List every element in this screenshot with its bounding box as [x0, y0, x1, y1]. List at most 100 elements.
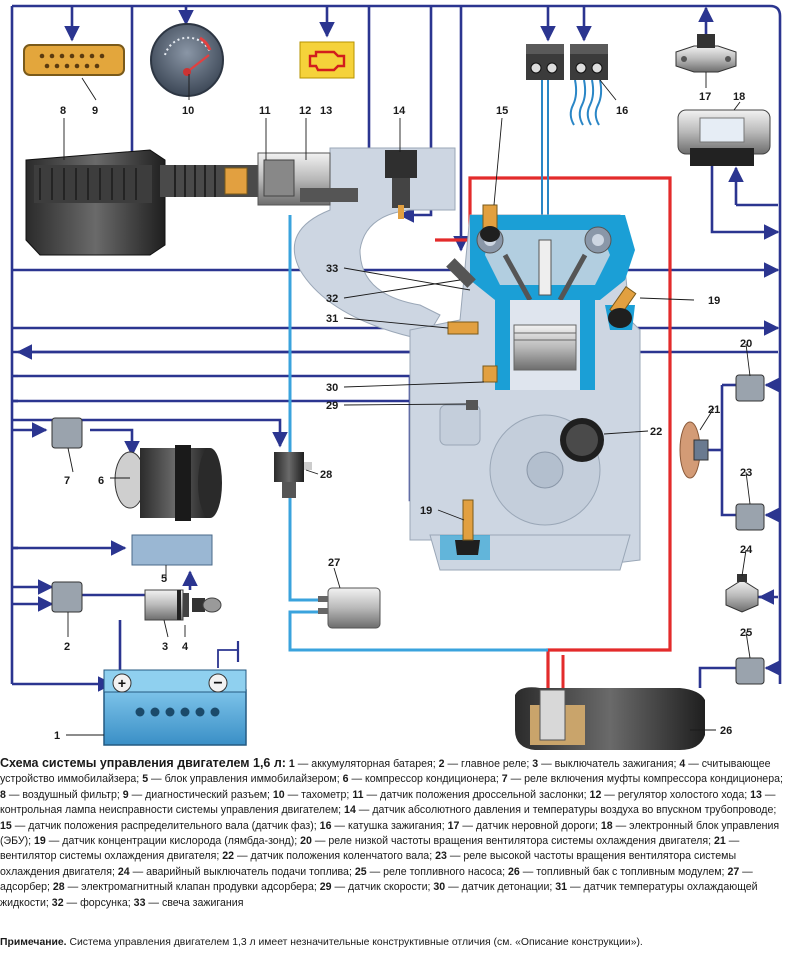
caption-item-text: — датчик температуры охлаждающей жидкост… — [0, 881, 758, 909]
caption-item-text: — реле топливного насоса; — [366, 865, 508, 878]
label-28: 28 — [320, 469, 332, 481]
label-11: 11 — [259, 105, 271, 117]
diagnostic-connector — [23, 44, 125, 76]
caption-item: 14 — датчик абсолютного давления и темпе… — [344, 804, 776, 816]
caption-item-text: — форсунка; — [63, 896, 134, 909]
ignition-coils — [526, 44, 608, 80]
caption-item-text: — свеча зажигания — [145, 896, 244, 909]
caption-item-text: — электромагнитный клапан продувки адсор… — [64, 881, 320, 894]
caption-item-number: 3 — [532, 758, 539, 770]
caption-item: 23 — реле высокой частоты вращения венти… — [0, 850, 736, 877]
caption-item: 9 — диагностический разъем; — [123, 789, 273, 801]
caption-item-text: — реле включения муфты компрессора конди… — [507, 773, 783, 786]
caption-item: 33 — свеча зажигания — [134, 897, 244, 909]
label-15: 15 — [496, 105, 508, 117]
caption-item-text: — считывающее устройство иммобилайзера; — [0, 758, 771, 786]
caption-item-number: 33 — [133, 896, 146, 909]
label-13: 13 — [320, 105, 332, 117]
label-20: 20 — [740, 338, 752, 350]
caption-item-text: — тахометр; — [284, 788, 353, 801]
engine — [293, 147, 641, 571]
label-25: 25 — [740, 627, 752, 639]
caption-item-number: 2 — [438, 758, 445, 770]
caption-item-text: — компрессор кондиционера; — [348, 773, 502, 786]
caption-item: 13 — контрольная лампа неисправности сис… — [0, 789, 775, 816]
caption-item-number: 17 — [447, 819, 460, 832]
label-10: 10 — [182, 105, 194, 117]
fuel-pump-relay — [735, 657, 765, 685]
caption-item-text: — датчик скорости; — [331, 881, 434, 894]
caption-item-text: — аккумуляторная батарея; — [294, 758, 439, 770]
caption-item: 28 — электромагнитный клапан продувки ад… — [53, 881, 320, 893]
caption-item-number: 5 — [142, 773, 149, 786]
main-relay — [51, 581, 83, 613]
label-7: 7 — [64, 475, 70, 487]
caption-item-number: 22 — [222, 850, 235, 863]
label-17: 17 — [699, 91, 711, 103]
figure-caption: Схема системы управления двигателем 1,6 … — [0, 756, 786, 911]
caption-item-text: — диагностический разъем; — [128, 788, 273, 801]
caption-item-number: 12 — [589, 788, 602, 801]
caption-item: 2 — главное реле; — [439, 758, 533, 770]
caption-item: 5 — блок управления иммобилайзером; — [142, 773, 342, 785]
caption-item-text: — регулятор холостого хода; — [601, 788, 751, 801]
label-9: 9 — [92, 105, 98, 117]
caption-item-number: 16 — [319, 819, 332, 832]
tachometer-icon — [150, 23, 224, 97]
label-16: 16 — [616, 105, 628, 117]
caption-item-number: 11 — [352, 788, 364, 801]
label-31: 31 — [326, 313, 338, 325]
label-19-bottom: 19 — [420, 505, 432, 517]
svg-text:+: + — [118, 675, 126, 691]
caption-item-number: 21 — [713, 835, 726, 848]
label-14: 14 — [393, 105, 406, 117]
label-27: 27 — [328, 557, 340, 569]
caption-title: Схема системы управления двигателем 1,6 … — [0, 756, 286, 770]
purge-valve — [274, 452, 312, 498]
caption-item-number: 28 — [52, 881, 65, 894]
label-3: 3 — [162, 641, 168, 653]
caption-item: 11 — датчик положения дроссельной заслон… — [352, 789, 589, 801]
caption-item: 21 — вентилятор системы охлаждения двига… — [0, 835, 739, 862]
caption-item: 24 — аварийный выключатель подачи топлив… — [118, 866, 355, 878]
caption-item-number: 7 — [501, 773, 508, 786]
caption-item-number: 32 — [51, 896, 64, 909]
caption-item: 6 — компрессор кондиционера; — [343, 773, 502, 785]
vacuum-line — [288, 215, 548, 652]
note-label: Примечание. — [0, 937, 67, 948]
caption-item-number: 26 — [508, 865, 520, 878]
caption-item-text: — блок управления иммобилайзером; — [148, 773, 343, 786]
caption-item-text: — датчик неровной дороги; — [459, 819, 601, 832]
label-19-top: 19 — [708, 295, 720, 307]
caption-item: 1 — аккумуляторная батарея; — [289, 758, 439, 770]
caption-item-text: — адсорбер; — [0, 865, 753, 894]
air-filter — [25, 149, 260, 256]
caption-item: 8 — воздушный фильтр; — [0, 789, 123, 801]
engine-control-diagram: + − — [10, 4, 782, 750]
caption-item-text: — воздушный фильтр; — [5, 788, 123, 801]
label-24: 24 — [740, 544, 753, 556]
caption-item: 15 — датчик положения распределительного… — [0, 820, 320, 832]
label-32: 32 — [326, 293, 338, 305]
caption-item-text: — топливный бак с топливным модулем; — [519, 865, 728, 878]
caption-item: 19 — датчик концентрации кислорода (лямб… — [34, 835, 300, 847]
caption-item: 7 — реле включения муфты компрессора кон… — [502, 773, 783, 785]
label-26: 26 — [720, 725, 732, 737]
caption-item-text: — контрольная лампа неисправности систем… — [0, 788, 776, 817]
caption-item: 30 — датчик детонации; — [433, 881, 555, 893]
label-2: 2 — [64, 641, 70, 653]
check-engine-icon — [299, 41, 355, 79]
caption-item: 26 — топливный бак с топливным модулем; — [508, 866, 727, 878]
caption-item-text: — датчик положения коленчатого вала; — [234, 850, 436, 863]
caption-item-number: 15 — [0, 819, 12, 832]
rough-road-sensor — [675, 34, 737, 73]
fan-relay-high — [735, 503, 765, 531]
map-sensor — [385, 150, 417, 219]
caption-item-text: — электронный блок управления (ЭБУ); — [0, 819, 780, 848]
caption-item: 12 — регулятор холостого хода; — [590, 789, 751, 801]
caption-item-number: 1 — [288, 758, 295, 770]
caption-item-number: 29 — [319, 881, 332, 894]
caption-item: 17 — датчик неровной дороги; — [448, 820, 601, 832]
fan-icon — [679, 421, 709, 479]
caption-item-text: — выключатель зажигания; — [538, 758, 680, 770]
